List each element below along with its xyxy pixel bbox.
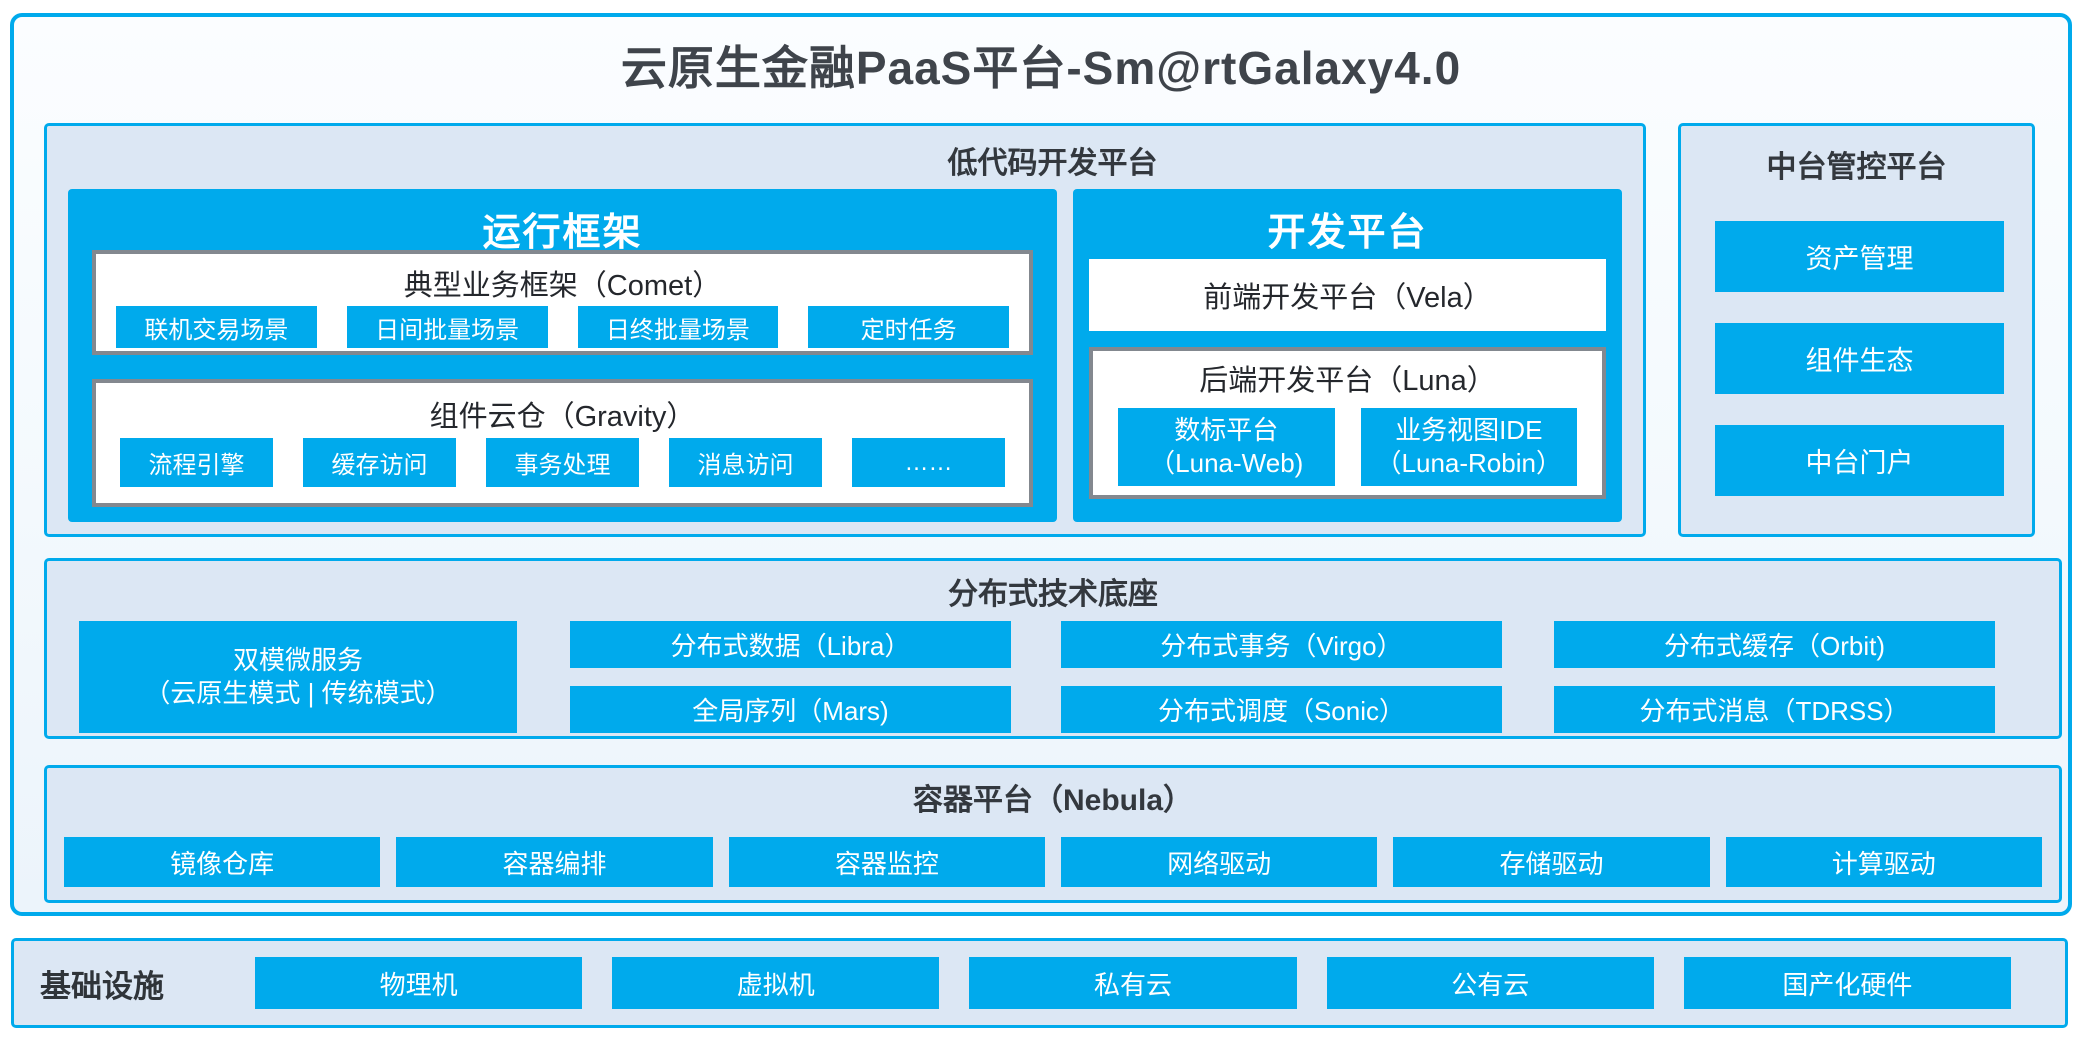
luna-robin-chip-line1: 业务视图IDE: [1395, 414, 1543, 445]
comet-box-title: 典型业务框架（Comet）: [403, 270, 722, 302]
container-platform-section: 容器平台（Nebula） 镜像仓库 容器编排 容器监控 网络驱动 存储驱动 计算…: [44, 765, 2062, 903]
midplatform-section: 中台管控平台 资产管理 组件生态 中台门户: [1678, 123, 2035, 537]
midplatform-title: 中台管控平台: [1766, 151, 1947, 184]
chip-physical-machine: 物理机: [255, 957, 583, 1009]
chip-distributed-message-tdrss: 分布式消息（TDRSS）: [1554, 686, 1995, 733]
vela-frontend-box: 前端开发平台（Vela）: [1089, 259, 1606, 331]
lowcode-platform-section: 低代码开发平台 运行框架 典型业务框架（Comet） 联机交易场景 日间批量场景…: [44, 123, 1646, 537]
distributed-base-section: 分布式技术底座 双模微服务 （云原生模式 | 传统模式） 分布式数据（Libra…: [44, 558, 2062, 739]
luna-backend-box: 后端开发平台（Luna） 数标平台 （Luna-Web) 业务视图IDE （Lu…: [1089, 347, 1606, 499]
dev-platform-title: 开发平台: [1267, 212, 1428, 254]
container-platform-title: 容器平台（Nebula）: [912, 784, 1194, 817]
dual-mode-microservice-chip: 双模微服务 （云原生模式 | 传统模式）: [79, 621, 517, 733]
lowcode-platform-title: 低代码开发平台: [947, 147, 1158, 180]
chip-distributed-cache-orbit: 分布式缓存（Orbit): [1554, 621, 1995, 668]
luna-web-chip-line2: （Luna-Web): [1149, 448, 1304, 478]
chip-distributed-scheduling-sonic: 分布式调度（Sonic）: [1061, 686, 1502, 733]
chip-container-orchestration: 容器编排: [396, 837, 713, 887]
gravity-chip-cache-access: 缓存访问: [303, 438, 456, 487]
gravity-chip-transaction: 事务处理: [486, 438, 639, 487]
gravity-chip-process-engine: 流程引擎: [120, 438, 273, 487]
chip-private-cloud: 私有云: [969, 957, 1297, 1009]
luna-web-chip-line1: 数标平台: [1174, 414, 1279, 445]
chip-container-monitoring: 容器监控: [728, 837, 1045, 887]
page-title: 云原生金融PaaS平台-Sm@rtGalaxy4.0: [620, 42, 1462, 94]
gravity-chip-row: 流程引擎 缓存访问 事务处理 消息访问 ……: [120, 438, 1005, 487]
chip-distributed-transaction-virgo: 分布式事务（Virgo）: [1061, 621, 1502, 668]
comet-chip-row: 联机交易场景 日间批量场景 日终批量场景 定时任务: [116, 306, 1009, 348]
chip-compute-driver: 计算驱动: [1725, 837, 2042, 887]
runtime-framework-panel: 运行框架 典型业务框架（Comet） 联机交易场景 日间批量场景 日终批量场景 …: [68, 189, 1057, 522]
luna-chip-row: 数标平台 （Luna-Web) 业务视图IDE （Luna-Robin）: [1118, 408, 1577, 486]
gravity-box-title: 组件云仓（Gravity）: [429, 401, 696, 433]
vela-box-title: 前端开发平台（Vela）: [1203, 282, 1492, 314]
chip-domestic-hardware: 国产化硬件: [1683, 957, 2012, 1009]
chip-storage-driver: 存储驱动: [1393, 837, 1710, 887]
luna-robin-chip-line2: （Luna-Robin）: [1375, 448, 1562, 478]
gravity-chip-ellipsis: ……: [852, 438, 1005, 487]
midplatform-chip-component-ecosystem: 组件生态: [1715, 323, 2004, 394]
chip-virtual-machine: 虚拟机: [612, 957, 940, 1009]
luna-web-chip: 数标平台 （Luna-Web): [1118, 408, 1335, 486]
runtime-framework-title: 运行框架: [482, 212, 643, 254]
chip-image-registry: 镜像仓库: [64, 837, 381, 887]
infrastructure-label: 基础设施: [40, 968, 164, 1004]
container-platform-chip-row: 镜像仓库 容器编排 容器监控 网络驱动 存储驱动 计算驱动: [64, 837, 2042, 887]
gravity-component-cloud-box: 组件云仓（Gravity） 流程引擎 缓存访问 事务处理 消息访问 ……: [92, 379, 1033, 507]
chip-network-driver: 网络驱动: [1060, 837, 1378, 887]
gravity-chip-message-access: 消息访问: [669, 438, 822, 487]
comet-chip-eod-batch: 日终批量场景: [577, 306, 779, 348]
infrastructure-section: 基础设施 物理机 虚拟机 私有云 公有云 国产化硬件: [11, 938, 2068, 1028]
comet-business-framework-box: 典型业务框架（Comet） 联机交易场景 日间批量场景 日终批量场景 定时任务: [92, 250, 1033, 355]
dev-platform-panel: 开发平台 前端开发平台（Vela） 后端开发平台（Luna） 数标平台 （Lun…: [1073, 189, 1622, 522]
luna-robin-chip: 业务视图IDE （Luna-Robin）: [1360, 408, 1577, 486]
dual-mode-chip-line2: （云原生模式 | 传统模式）: [144, 678, 452, 708]
dual-mode-chip-line1: 双模微服务: [232, 644, 363, 675]
luna-box-title: 后端开发平台（Luna）: [1199, 365, 1496, 397]
distributed-base-title: 分布式技术底座: [948, 578, 1158, 611]
comet-chip-scheduled-task: 定时任务: [808, 306, 1009, 348]
midplatform-chip-asset-management: 资产管理: [1715, 221, 2004, 292]
midplatform-chip-portal: 中台门户: [1715, 425, 2004, 496]
comet-chip-online-trading: 联机交易场景: [116, 306, 317, 348]
chip-global-sequence-mars: 全局序列（Mars): [570, 686, 1011, 733]
comet-chip-daytime-batch: 日间批量场景: [346, 306, 548, 348]
chip-public-cloud: 公有云: [1326, 957, 1654, 1009]
chip-distributed-data-libra: 分布式数据（Libra）: [570, 621, 1011, 668]
